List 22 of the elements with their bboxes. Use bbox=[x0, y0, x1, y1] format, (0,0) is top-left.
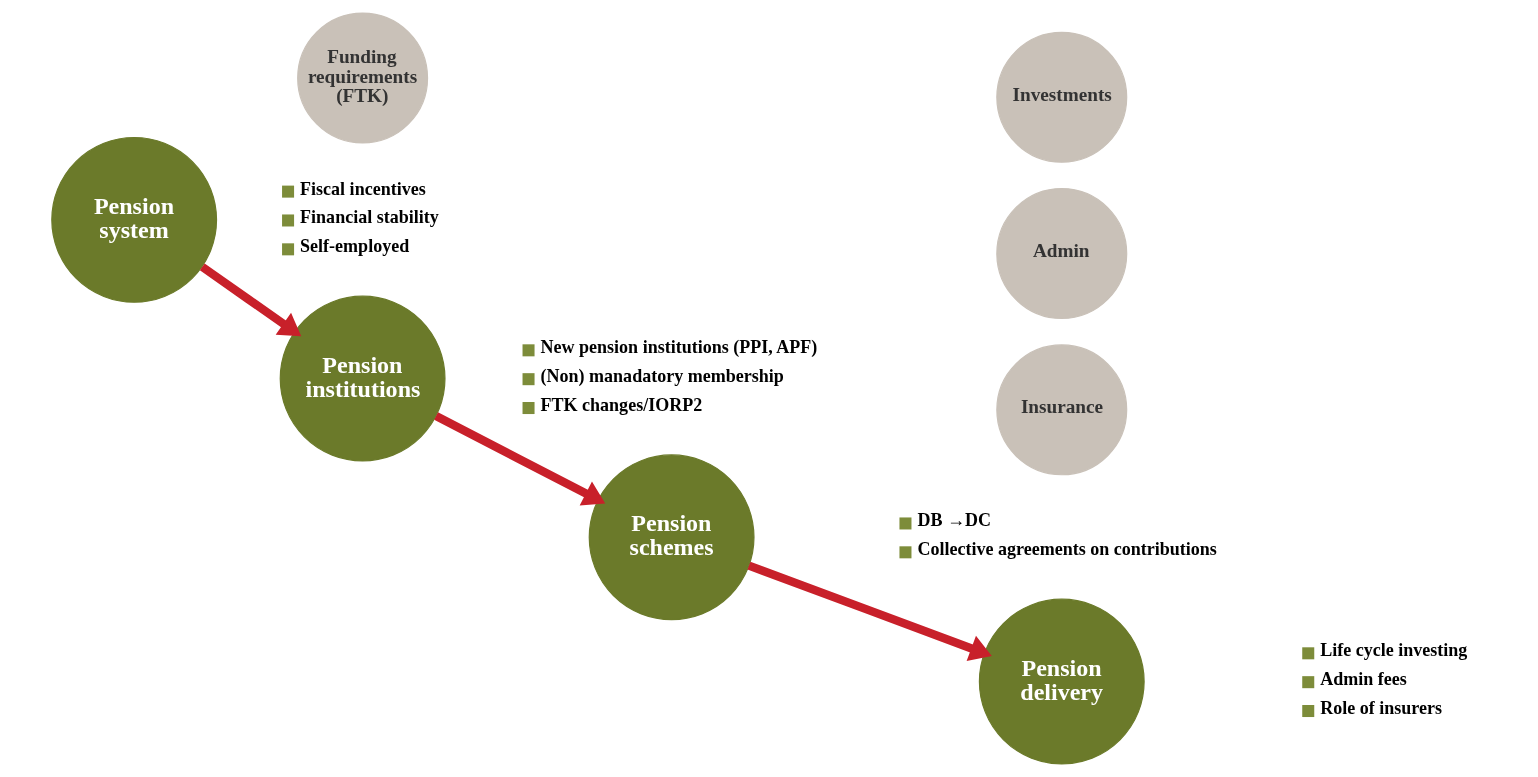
node-circle: Pension schemes bbox=[588, 454, 755, 621]
arrow bbox=[434, 412, 606, 506]
node-label: Admin fees bbox=[1320, 669, 1407, 690]
node-circle: Admin bbox=[996, 188, 1128, 320]
node-label: Collective agreements on contributions bbox=[917, 539, 1217, 560]
arrow bbox=[199, 263, 302, 337]
node-label: DB →DC bbox=[917, 510, 992, 531]
node-circle: Investments bbox=[996, 31, 1128, 163]
node-label: Self-employed bbox=[300, 236, 410, 257]
node-label: Life cycle investing bbox=[1320, 640, 1468, 661]
node-label: (Non) manadatory membership bbox=[540, 366, 784, 387]
node-circle: Insurance bbox=[996, 344, 1128, 476]
node-label: Role of insurers bbox=[1320, 698, 1443, 719]
node-label: Fiscal incentives bbox=[300, 178, 426, 199]
node-label: Financial stability bbox=[300, 207, 439, 228]
node-circle: Pension institutions bbox=[279, 295, 446, 462]
node-circle: Funding requirements (FTK) bbox=[297, 12, 429, 144]
arrow bbox=[747, 561, 992, 661]
node-label: New pension institutions (PPI, APF) bbox=[540, 337, 818, 358]
node-circle: Pension system bbox=[51, 136, 218, 303]
node-label: FTK changes/IORP2 bbox=[540, 395, 703, 416]
node-circle: Pension delivery bbox=[978, 598, 1145, 765]
